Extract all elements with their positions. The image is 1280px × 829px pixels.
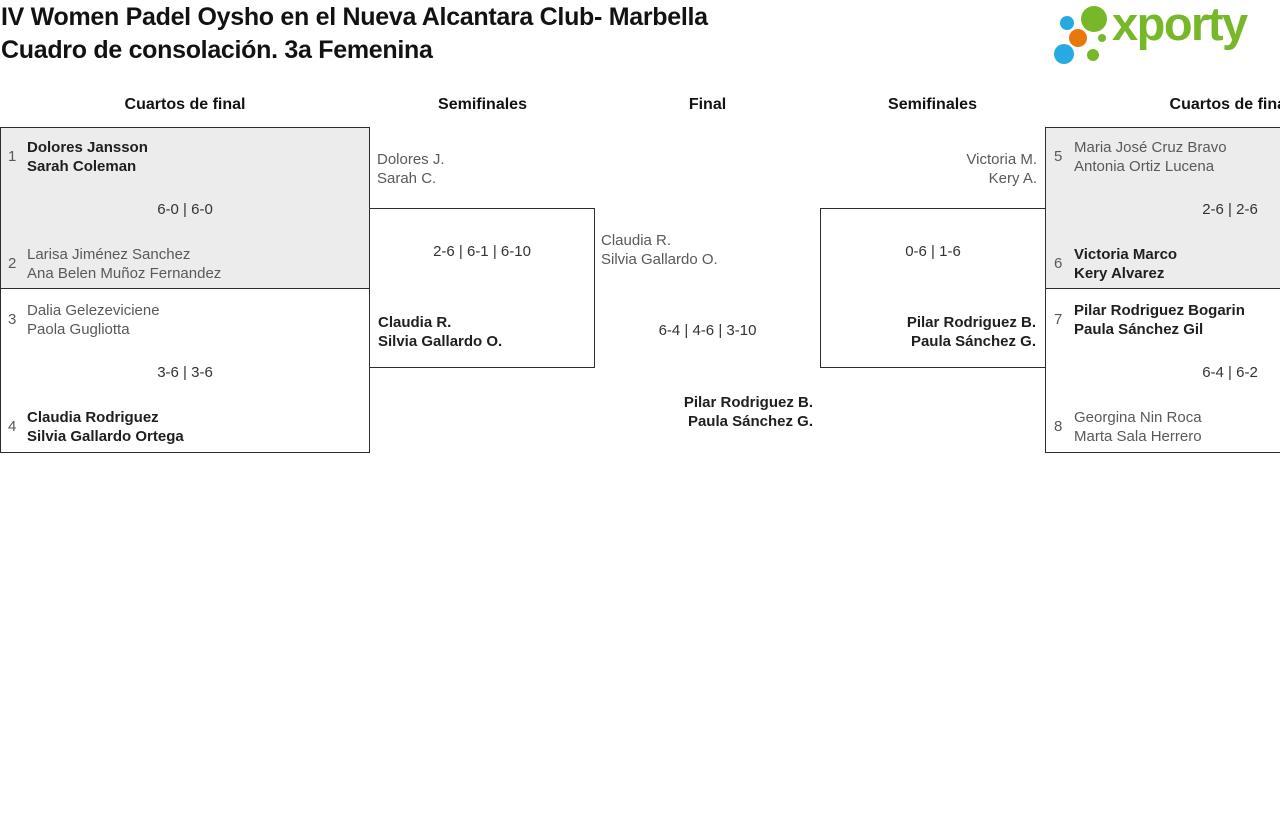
player-name: Claudia R. [378,314,452,331]
match-quarterfinal-2: 3 Dalia Gelezeviciene Paola Gugliotta 3-… [0,288,370,453]
team-claudia-silvia: Claudia Rodriguez Silvia Gallardo Ortega [27,408,184,446]
player-name: Larisa Jiménez Sanchez [27,246,191,263]
page-subtitle: Cuadro de consolación. 3a Femenina [1,36,433,64]
player-name: Dolores J. [377,151,445,168]
match-score: 6-4 | 6-2 [1202,364,1258,381]
match-quarterfinal-3: 5 Maria José Cruz Bravo Antonia Ortiz Lu… [1045,127,1280,289]
team-dalia-paola: Dalia Gelezeviciene Paola Gugliotta [27,301,160,339]
team-pilar-paula-sf: Pilar Rodriguez B. Paula Sánchez G. [821,313,1036,351]
match-quarterfinal-4: 7 Pilar Rodriguez Bogarin Paula Sánchez … [1045,288,1280,453]
round-header-quarterfinals-right: Cuartos de final [1169,96,1280,113]
match-semifinal-right: 0-6 | 1-6 Pilar Rodriguez B. Paula Sánch… [820,208,1046,368]
player-name: Pilar Rodriguez Bogarin [1074,302,1245,319]
logo-dot-icon [1098,34,1106,42]
player-name: Claudia R. [601,232,672,249]
player-name: Dolores Jansson [27,139,148,156]
player-name: Claudia Rodriguez [27,409,159,426]
match-score: 0-6 | 1-6 [905,243,961,260]
logo-dot-icon [1060,16,1074,30]
seed-number: 6 [1054,255,1063,272]
player-name: Paula Sánchez G. [910,333,1036,350]
match-semifinal-left: 2-6 | 6-1 | 6-10 Claudia R. Silvia Galla… [369,208,595,368]
logo-dot-icon [1069,29,1087,47]
team-georgina-marta: Georgina Nin Roca Marta Sala Herrero [1074,408,1202,446]
player-name: Maria José Cruz Bravo [1074,139,1227,156]
player-name: Georgina Nin Roca [1074,409,1202,426]
team-pilar-paula: Pilar Rodriguez Bogarin Paula Sánchez Gi… [1074,301,1245,339]
team-larisa-ana: Larisa Jiménez Sanchez Ana Belen Muñoz F… [27,245,221,283]
xporty-logo: xporty [1050,0,1278,76]
player-name: Paula Sánchez Gil [1074,321,1204,338]
player-name: Ana Belen Muñoz Fernandez [27,265,222,282]
player-name: Paola Gugliotta [27,321,130,338]
team-claudia-silvia-sf: Claudia R. Silvia Gallardo O. [378,313,502,351]
page-title: IV Women Padel Oysho en el Nueva Alcanta… [1,3,708,31]
match-score: 2-6 | 2-6 [1202,201,1258,218]
seed-number: 8 [1054,418,1063,435]
player-name: Victoria M. [966,151,1037,168]
player-name: Silvia Gallardo O. [378,333,503,350]
player-name: Paula Sánchez G. [687,413,813,430]
player-name: Silvia Gallardo Ortega [27,428,184,445]
player-name: Kery A. [988,170,1037,187]
seed-number: 7 [1054,311,1063,328]
seed-number: 2 [8,255,17,272]
seed-number: 5 [1054,148,1063,165]
team-pilar-paula-final: Pilar Rodriguez B. Paula Sánchez G. [595,393,813,431]
match-score: 2-6 | 6-1 | 6-10 [433,243,531,260]
player-name: Pilar Rodriguez B. [906,314,1036,331]
team-victoria-kery: Victoria Marco Kery Alvarez [1074,245,1177,283]
player-name: Sarah C. [377,170,437,187]
team-dolores-sarah-sf: Dolores J. Sarah C. [377,150,445,188]
player-name: Victoria Marco [1074,246,1178,263]
match-score: 6-4 | 4-6 | 3-10 [658,322,757,339]
round-header-quarterfinals-left: Cuartos de final [124,96,246,113]
team-victoria-kery-sf: Victoria M. Kery A. [820,150,1037,188]
player-name: Kery Alvarez [1074,265,1165,282]
round-header-final: Final [688,96,727,113]
seed-number: 1 [8,148,17,165]
logo-dot-icon [1081,6,1107,32]
team-maria-antonia: Maria José Cruz Bravo Antonia Ortiz Luce… [1074,138,1227,176]
logo-dot-icon [1054,44,1074,64]
player-name: Dalia Gelezeviciene [27,302,160,319]
player-name: Silvia Gallardo O. [601,251,718,268]
match-quarterfinal-1: 1 Dolores Jansson Sarah Coleman 6-0 | 6-… [0,127,370,289]
round-header-semifinals-left: Semifinales [438,96,527,113]
seed-number: 3 [8,311,17,328]
player-name: Sarah Coleman [27,158,137,175]
player-name: Marta Sala Herrero [1074,428,1202,445]
team-claudia-silvia-final: Claudia R. Silvia Gallardo O. [601,231,718,269]
player-name: Antonia Ortiz Lucena [1074,158,1215,175]
match-score: 6-0 | 6-0 [157,201,213,218]
match-score: 3-6 | 3-6 [157,364,213,381]
logo-text: xporty [1112,0,1248,50]
team-dolores-sarah: Dolores Jansson Sarah Coleman [27,138,148,176]
round-header-semifinals-right: Semifinales [888,96,977,113]
seed-number: 4 [8,418,17,435]
player-name: Pilar Rodriguez B. [683,394,813,411]
logo-dot-icon [1087,49,1099,61]
